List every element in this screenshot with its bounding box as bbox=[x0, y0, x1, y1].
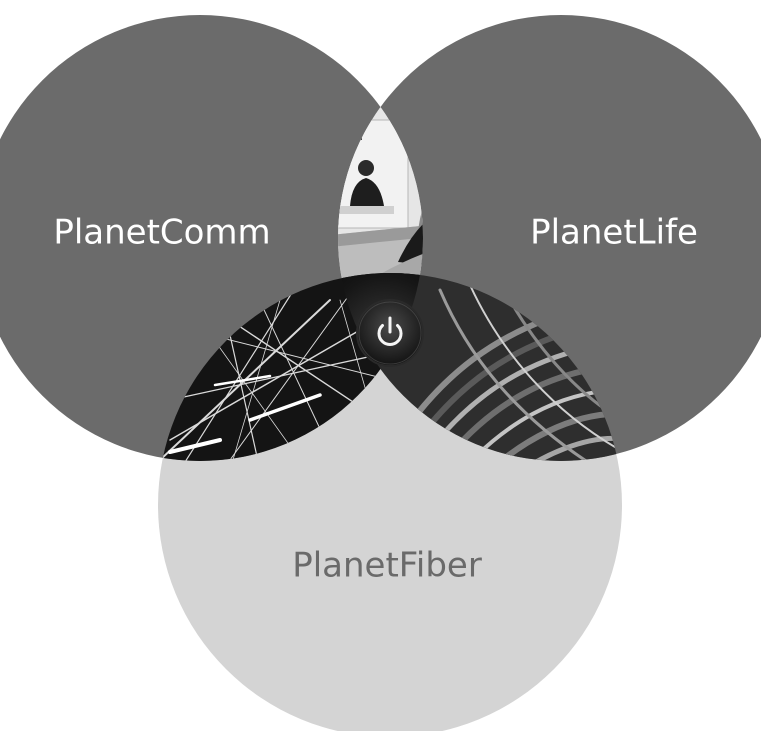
circle-label-life: PlanetLife bbox=[530, 213, 698, 253]
power-button[interactable] bbox=[356, 299, 424, 367]
circle-label-fiber: PlanetFiber bbox=[292, 546, 482, 586]
circle-label-comm: PlanetComm bbox=[53, 213, 270, 253]
power-icon bbox=[377, 316, 403, 347]
